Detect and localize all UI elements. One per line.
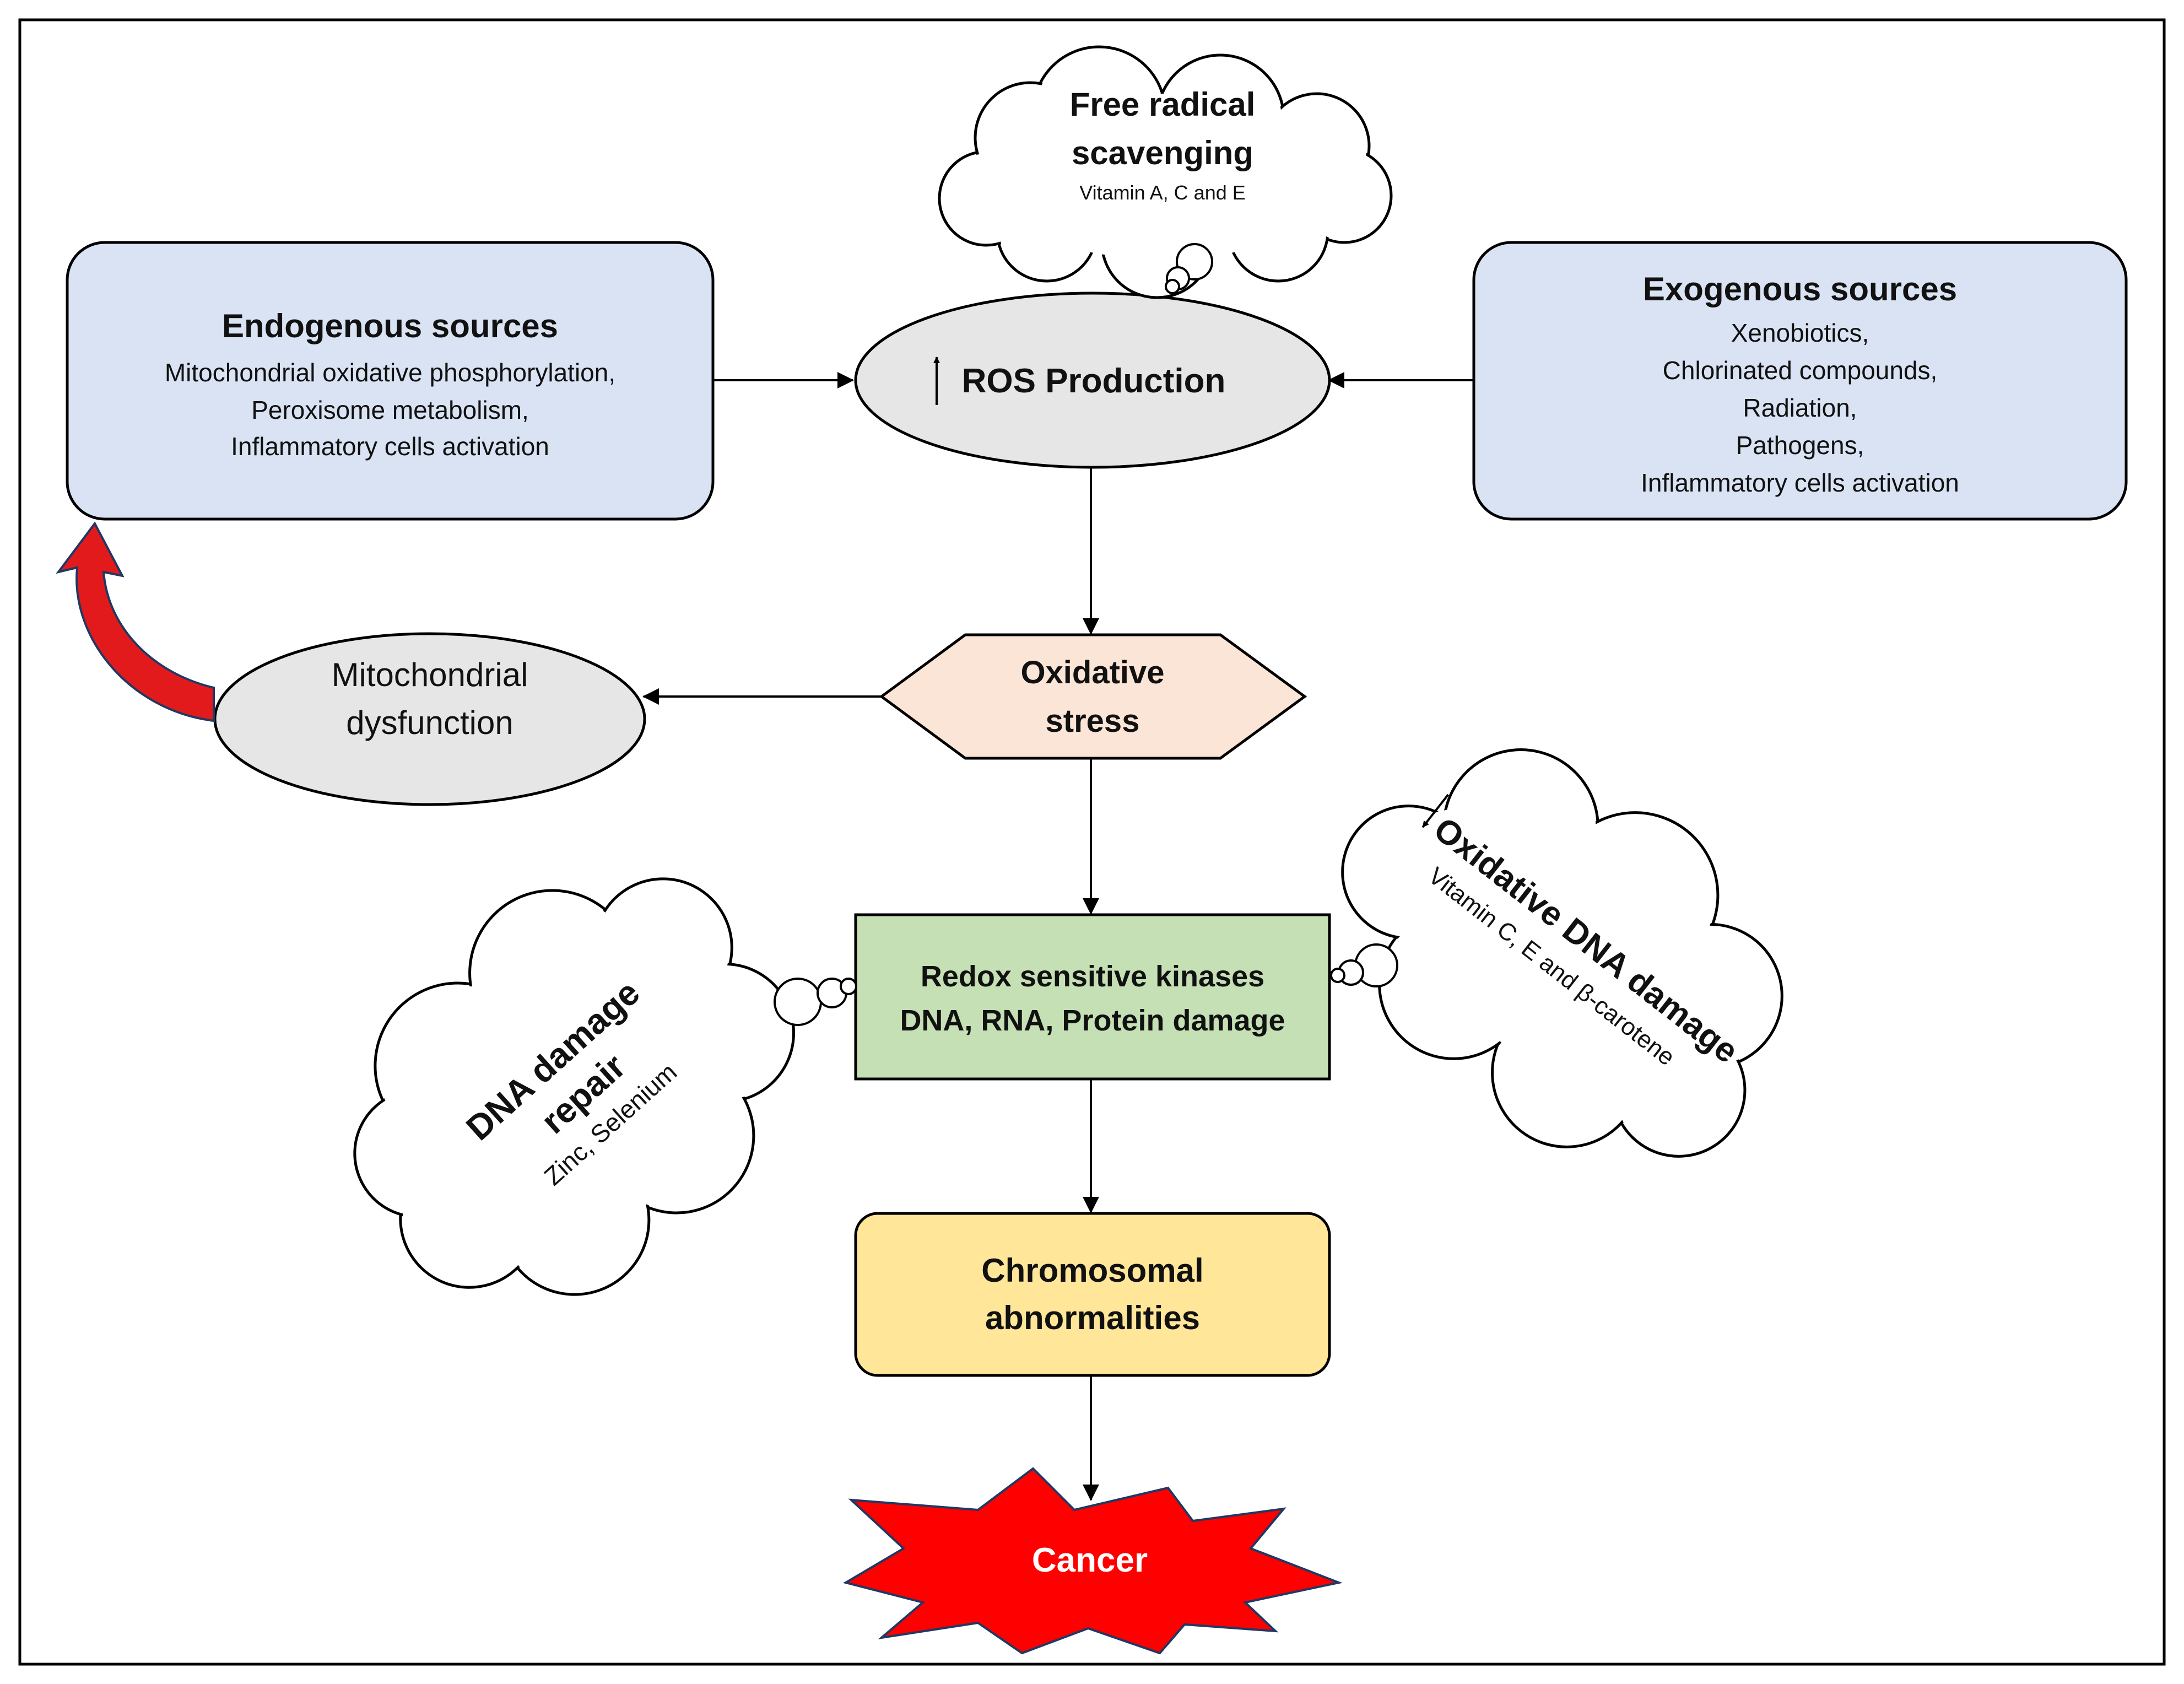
- endogenous-sources-box: Endogenous sources Mitochondrial oxidati…: [66, 241, 715, 521]
- exogenous-line-5: Inflammatory cells activation: [1641, 468, 1959, 497]
- stress-line-1: Oxidative: [1020, 655, 1164, 690]
- connector-arrows: [642, 372, 1474, 1501]
- repair-thought-bubble-dots: [774, 978, 857, 1026]
- cancer-starburst: Cancer: [842, 1467, 1343, 1655]
- exogenous-title: Exogenous sources: [1643, 271, 1957, 307]
- oxidative-stress-hexagon: Oxidative stress: [879, 633, 1307, 760]
- exogenous-line-2: Chlorinated compounds,: [1663, 356, 1938, 385]
- scavenging-sub: Vitamin A, C and E: [1079, 181, 1246, 204]
- free-radical-scavenging-cloud: Free radical scavenging Vitamin A, C and…: [938, 45, 1393, 299]
- dna-damage-repair-cloud: DNA damage repair Zinc, Selenium: [353, 877, 796, 1296]
- endogenous-line-2: Peroxisome metabolism,: [251, 396, 529, 424]
- stress-line-2: stress: [1046, 703, 1140, 739]
- thought-bubble-dots: [1165, 243, 1213, 294]
- down-arrow-icon: [1421, 794, 1450, 828]
- exogenous-sources-box: Exogenous sources Xenobiotics, Chlorinat…: [1472, 241, 2128, 521]
- feedback-curved-arrow-icon: [56, 521, 215, 722]
- oxidative-dna-damage-cloud: Oxidative DNA damage Vitamin C, E and β-…: [1341, 748, 1783, 1158]
- mito-line-2: dysfunction: [346, 704, 513, 741]
- dna-damage-thought-bubble-dots: [1330, 943, 1398, 987]
- redox-damage-box: Redox sensitive kinases DNA, RNA, Protei…: [854, 913, 1331, 1081]
- chrom-line-2: abnormalities: [985, 1299, 1200, 1336]
- exogenous-line-3: Radiation,: [1743, 393, 1857, 422]
- mitochondrial-dysfunction-ellipse: Mitochondrial dysfunction: [213, 632, 646, 806]
- scavenging-title-1: Free radical: [1070, 86, 1256, 123]
- cancer-label: Cancer: [1032, 1541, 1148, 1579]
- exogenous-line-4: Pathogens,: [1736, 431, 1864, 460]
- chrom-line-1: Chromosomal: [981, 1252, 1203, 1289]
- redox-line-1: Redox sensitive kinases: [921, 960, 1264, 993]
- endogenous-line-3: Inflammatory cells activation: [231, 432, 549, 461]
- mito-line-1: Mitochondrial: [332, 656, 528, 693]
- endogenous-title: Endogenous sources: [222, 307, 558, 344]
- exogenous-line-1: Xenobiotics,: [1731, 319, 1869, 347]
- chromosomal-abnormalities-box: Chromosomal abnormalities: [854, 1212, 1331, 1377]
- scavenging-title-2: scavenging: [1072, 134, 1253, 171]
- ros-production-ellipse: ROS Production: [854, 292, 1331, 469]
- redox-line-2: DNA, RNA, Protein damage: [900, 1004, 1285, 1037]
- ros-label: ROS Production: [962, 362, 1226, 400]
- endogenous-line-1: Mitochondrial oxidative phosphorylation,: [165, 358, 615, 387]
